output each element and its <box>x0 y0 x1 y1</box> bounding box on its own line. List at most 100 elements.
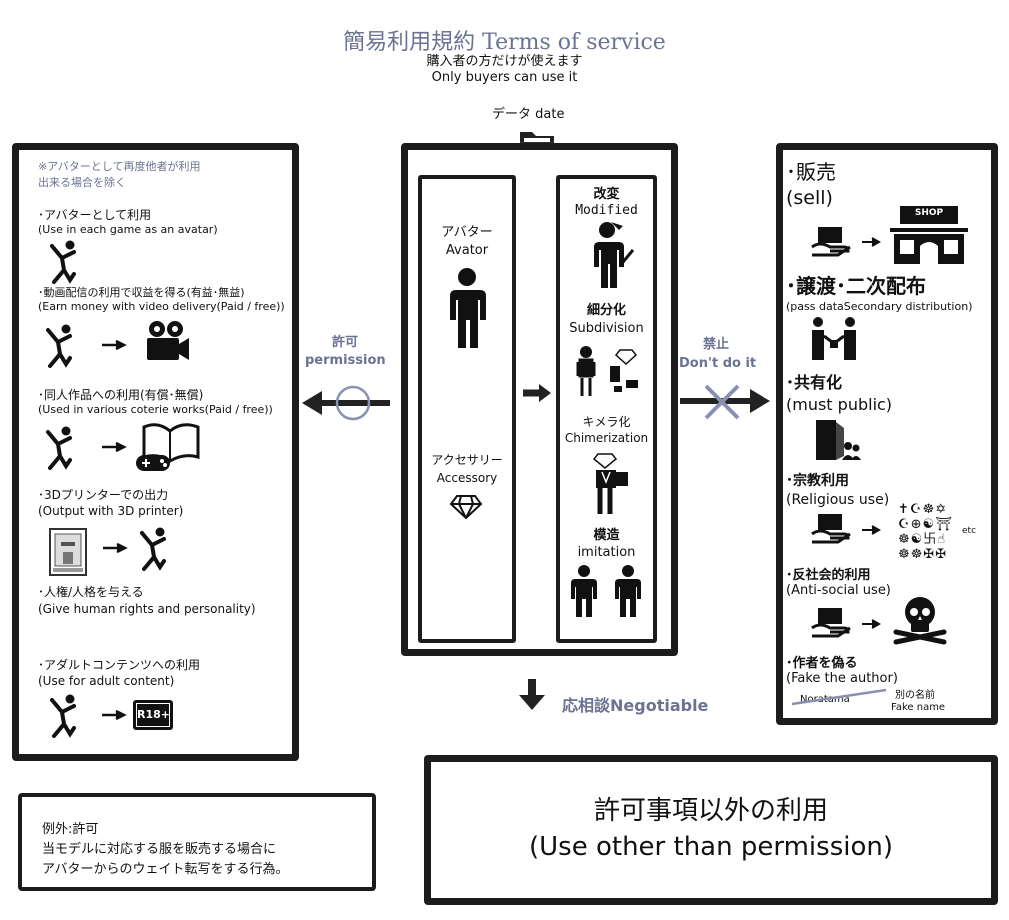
dancing-person-icon <box>46 324 72 368</box>
religious-symbols-row-3: ☸☯卐☝ <box>898 532 947 547</box>
arrow-right-icon <box>523 384 551 402</box>
hand-giving-folder-icon <box>811 227 851 257</box>
fake-name-en: Fake name <box>891 702 946 713</box>
permission-label-en: permission <box>305 353 386 368</box>
other-use-en: (Use other than permission) <box>529 832 893 862</box>
etc-label: etc <box>962 526 977 536</box>
shared-folder-icon <box>816 420 861 460</box>
exception-line-1: 例外:許可 <box>42 822 99 837</box>
left-item-2-jp: ･動画配信の利用で収益を得る(有益･無益) <box>38 286 245 299</box>
other-use-jp: 許可事項以外の利用 <box>593 796 828 826</box>
person-icon <box>450 268 486 348</box>
hand-giving-folder-icon <box>811 514 851 544</box>
person-icon <box>615 565 641 617</box>
antisocial-label-jp: ･反社会的利用 <box>786 568 871 583</box>
transfer-label-jp: ･譲渡･二次配布 <box>786 274 926 298</box>
left-item-1-en: (Use in each game as an avatar) <box>38 223 218 236</box>
permission-label-jp: 許可 <box>332 335 359 350</box>
transfer-label-en: (pass dataSecondary distribution) <box>786 300 973 313</box>
subdivision-label-jp: 細分化 <box>586 303 626 318</box>
left-item-4-jp: ･3Dプリンターでの出力 <box>38 488 169 502</box>
exception-line-3: アバターからのウェイト転写をする行為。 <box>42 862 289 877</box>
page-title: 簡易利用規約 Terms of service <box>343 30 666 55</box>
arrow-right-icon <box>102 441 127 453</box>
religious-symbols-row-2: ☪⊕☯⛩ <box>898 517 953 532</box>
dancing-person-icon <box>50 694 76 738</box>
arrow-right-icon <box>103 542 128 554</box>
left-item-5-en: (Give human rights and personality) <box>38 602 256 616</box>
dancing-person-icon <box>46 426 72 470</box>
permission-arrow-icon <box>302 385 390 421</box>
arrow-right-icon <box>102 339 127 351</box>
left-item-4-en: (Output with 3D printer) <box>38 504 184 518</box>
antisocial-label-en: (Anti-social use) <box>786 583 891 598</box>
sell-label-jp: ･販売 <box>786 160 836 184</box>
skull-crossbones-icon <box>893 597 947 645</box>
page-subtitle-en: Only buyers can use it <box>431 70 578 85</box>
modified-label-en: Modified <box>575 203 638 218</box>
left-item-2-en: (Earn money with video delivery(Paid / f… <box>38 300 285 313</box>
negotiable-label: 応相談Negotiable <box>562 696 709 715</box>
imitation-label-en: imitation <box>577 545 636 560</box>
prohibited-label-en: Don't do it <box>679 356 757 371</box>
chimera-figure-icon <box>592 453 628 514</box>
base-data-column <box>418 175 516 643</box>
left-item-6-jp: ･アダルトコンテンツへの利用 <box>38 658 201 672</box>
shop-sign: SHOP <box>914 208 944 218</box>
accessory-label-en: Accessory <box>436 471 498 485</box>
religious-symbols-row-4: ☸☸✠✠ <box>898 547 948 562</box>
modified-label-jp: 改変 <box>593 187 620 202</box>
exception-line-2: 当モデルに対応する服を販売する場合に <box>42 842 277 857</box>
fake-name-jp: 別の名前 <box>895 690 935 701</box>
avatar-label-jp: アバター <box>441 225 493 240</box>
prohibited-arrow-icon <box>680 384 770 420</box>
data-label: データ date <box>492 107 565 122</box>
fake-author-label-en: (Fake the author) <box>786 671 898 686</box>
chimera-label-jp: キメラ化 <box>582 415 631 429</box>
religious-label-jp: ･宗教利用 <box>786 473 849 489</box>
subdivision-label-en: Subdivision <box>569 321 644 336</box>
left-item-1-jp: ･アバターとして利用 <box>38 208 152 222</box>
prohibited-label-jp: 禁止 <box>703 337 730 352</box>
fake-author-label-jp: ･作者を偽る <box>786 656 858 671</box>
split-parts-icon <box>576 346 638 396</box>
dancing-person-icon <box>140 527 166 571</box>
arrow-right-icon <box>862 237 882 247</box>
chimera-label-en: Chimerization <box>564 431 649 445</box>
public-label-en: (must public) <box>786 395 893 414</box>
book-and-gamepad-icon <box>136 423 200 471</box>
religious-label-en: (Religious use) <box>786 492 890 508</box>
left-item-6-en: (Use for adult content) <box>38 674 175 688</box>
r18-label: R18+ <box>136 703 170 727</box>
note-line-1: ※アバターとして再度他者が利用 <box>38 160 201 173</box>
avatar-label-en: Avator <box>445 243 489 258</box>
person-icon <box>571 565 597 617</box>
person-with-knife-icon <box>594 222 635 288</box>
left-item-3-en: (Used in various coterie works(Paid / fr… <box>38 403 273 416</box>
arrow-right-icon <box>862 619 882 629</box>
arrow-right-icon <box>862 525 882 535</box>
note-line-2: 出来る場合を除く <box>38 176 126 189</box>
exception-box <box>18 793 376 891</box>
public-label-jp: ･共有化 <box>786 373 843 392</box>
strikethrough-line <box>791 688 887 706</box>
religious-symbols-row-1: ✝☪☸✡ <box>898 502 948 517</box>
sell-label-en: (sell) <box>786 187 833 209</box>
hand-giving-folder-icon <box>811 608 851 638</box>
accessory-label-jp: アクセサリー <box>431 453 503 467</box>
dancing-person-icon <box>50 240 76 284</box>
left-item-5-jp: ･人権/人格を与える <box>38 585 144 599</box>
other-use-box <box>424 755 998 905</box>
left-item-3-jp: ･同人作品への利用(有償･無償) <box>38 388 204 402</box>
video-camera-icon <box>147 321 189 360</box>
arrow-down-icon <box>519 679 545 710</box>
arrow-right-icon <box>102 709 127 721</box>
3d-printer-icon <box>49 528 87 576</box>
derived-data-column <box>556 175 657 643</box>
page-subtitle-jp: 購入者の方だけが使えます <box>426 54 583 69</box>
diamond-icon <box>449 495 483 520</box>
imitation-label-jp: 模造 <box>593 528 620 543</box>
r18-chip-icon: R18+ <box>133 700 173 730</box>
handover-people-icon <box>812 317 856 360</box>
shop-icon <box>890 206 968 264</box>
